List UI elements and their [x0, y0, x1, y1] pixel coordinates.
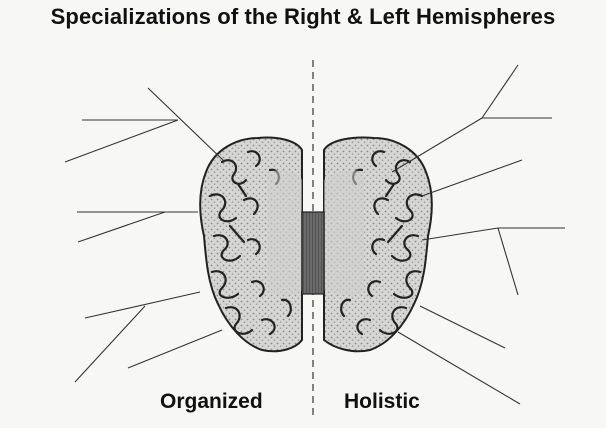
diagram-title: Specializations of the Right & Left Hemi… [50, 4, 556, 29]
left-hemisphere [199, 136, 303, 353]
right-hemisphere [323, 136, 433, 353]
right-label-lines [391, 64, 565, 405]
left-label-lines [64, 87, 226, 383]
corpus-callosum [301, 211, 325, 295]
left-hemisphere-label: Organized [160, 390, 263, 413]
right-hemisphere-label: Holistic [344, 390, 420, 413]
